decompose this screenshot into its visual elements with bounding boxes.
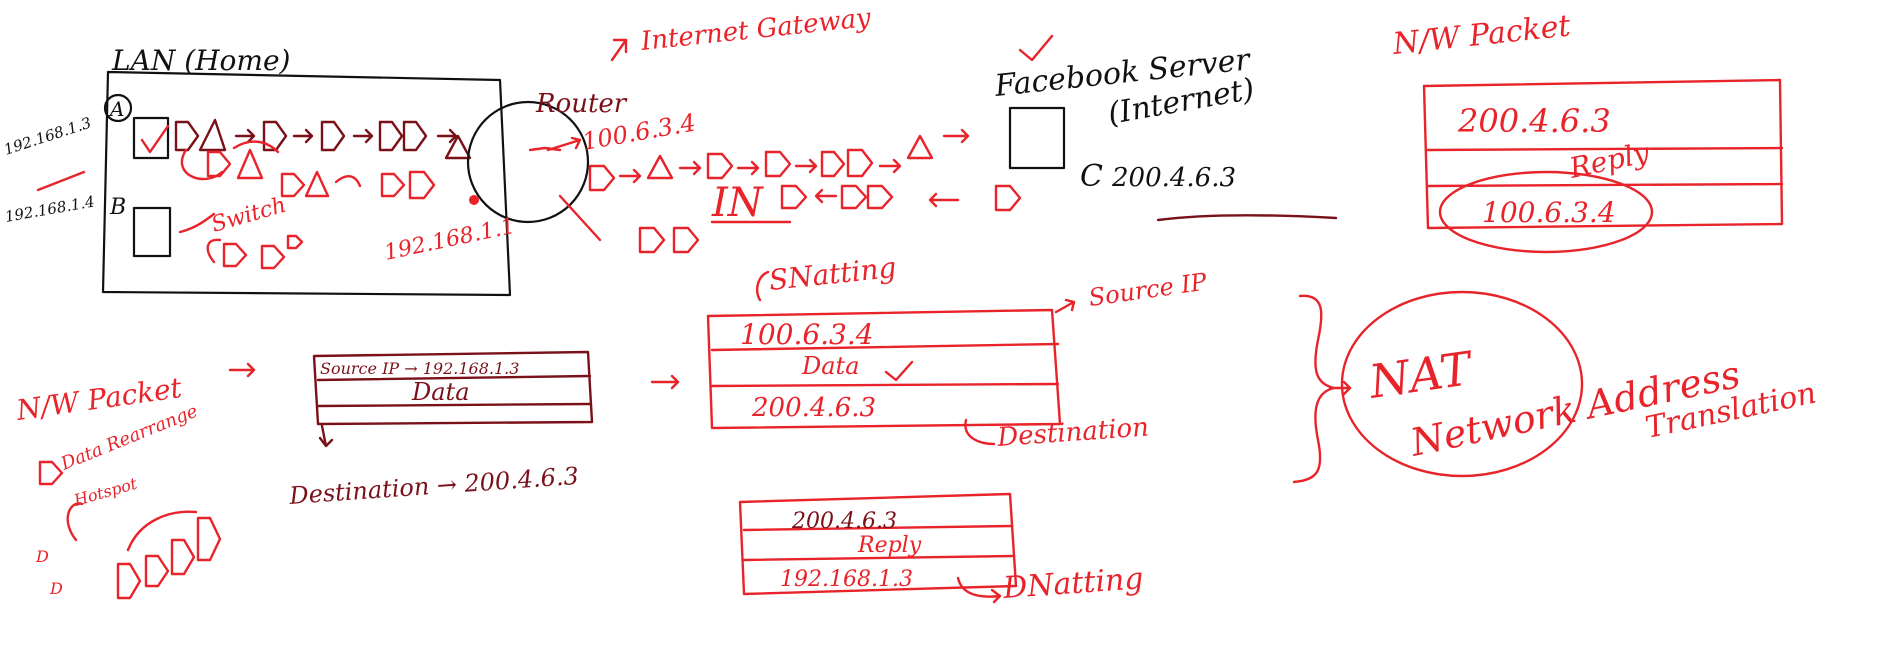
nat-brace — [1292, 294, 1336, 484]
host-a-label: A — [108, 97, 124, 121]
nat-abbr: NAT — [1365, 341, 1477, 409]
snat-box — [706, 308, 1062, 430]
packet-right: N/W Packet 200.4.6.3 Reply 100.6.3.4 — [1390, 8, 1784, 254]
snat-data: Data — [801, 352, 860, 380]
router-lan-ip: 192.168.1.1 — [382, 214, 517, 266]
internet-gateway: Internet Gateway 100.6.3.4 — [546, 3, 873, 156]
host-a-check — [140, 124, 170, 154]
outbound-packet-flow — [174, 118, 472, 160]
packet-left-source: Source IP → 192.168.1.3 — [320, 359, 519, 378]
svg-text:D: D — [35, 547, 49, 566]
lan-diagram: LAN (Home) A 192.168.1.3 B 192.168.1.4 — [2, 44, 512, 297]
snat-source: 100.6.3.4 — [740, 318, 874, 351]
lan-title: LAN (Home) — [111, 44, 290, 77]
ip-a-underline — [36, 170, 86, 192]
dnat-reply: Reply — [857, 533, 922, 558]
internet-reply-flow: IN — [558, 180, 1022, 254]
router-circle — [466, 100, 590, 224]
lan-boundary — [101, 70, 512, 297]
snat-dest: 200.4.6.3 — [751, 393, 876, 423]
reply-in-label: IN — [711, 180, 765, 226]
svg-text:D: D — [49, 579, 63, 598]
packet-right-box — [1422, 78, 1784, 230]
host-a-ip: 192.168.1.3 — [2, 114, 94, 159]
switch-label: Switch — [209, 193, 289, 238]
packet-right-dst-circle — [1438, 170, 1654, 254]
router-lan-port — [469, 195, 479, 205]
snat-dest-note: Destination — [995, 412, 1149, 453]
host-b-label: B — [109, 195, 126, 220]
packet-right-title: N/W Packet — [1390, 8, 1573, 62]
data-rearrange-note: Data Rearrange Hotspot D D — [35, 401, 222, 600]
host-a-marker — [103, 93, 133, 123]
router-label: Router — [535, 89, 628, 119]
snat-source-note: Source IP — [1087, 268, 1209, 312]
server-ip: 200.4.6.3 — [1111, 163, 1236, 193]
packet-right-reply: Reply — [1566, 136, 1654, 185]
host-a-computer — [132, 116, 170, 160]
host-b-computer — [132, 206, 172, 258]
packet-right-src: 200.4.6.3 — [1457, 102, 1611, 140]
packet-snat: SNatting 100.6.3.4 Data 200.4.6.3 Source… — [650, 251, 1209, 453]
packet-left-data: Data — [411, 378, 470, 406]
snat-title: SNatting — [767, 251, 898, 297]
packet-left-destination: Destination → 200.4.6.3 — [287, 462, 579, 510]
packet-dnat: 200.4.6.3 Reply 192.168.1.3 DNatting — [738, 492, 1145, 606]
packet-left-box — [312, 350, 594, 426]
dnat-box — [738, 492, 1018, 596]
host-b-ip: 192.168.1.4 — [4, 192, 96, 225]
server-letter: C — [1080, 159, 1103, 194]
server-box — [1008, 106, 1066, 170]
internet-outbound-flow — [588, 128, 970, 192]
packet-right-dst: 100.6.3.4 — [1482, 196, 1616, 229]
dnat-note: DNatting — [1001, 561, 1145, 606]
dnat-dst: 192.168.1.3 — [780, 567, 913, 592]
gateway-label: Internet Gateway — [639, 3, 873, 57]
facebook-server: Facebook Server (Internet) C 200.4.6.3 — [992, 34, 1338, 222]
dnat-src: 200.4.6.3 — [791, 509, 897, 534]
nat-definition: NAT Network Address Translation — [1292, 290, 1819, 484]
nat-circle — [1340, 290, 1584, 478]
